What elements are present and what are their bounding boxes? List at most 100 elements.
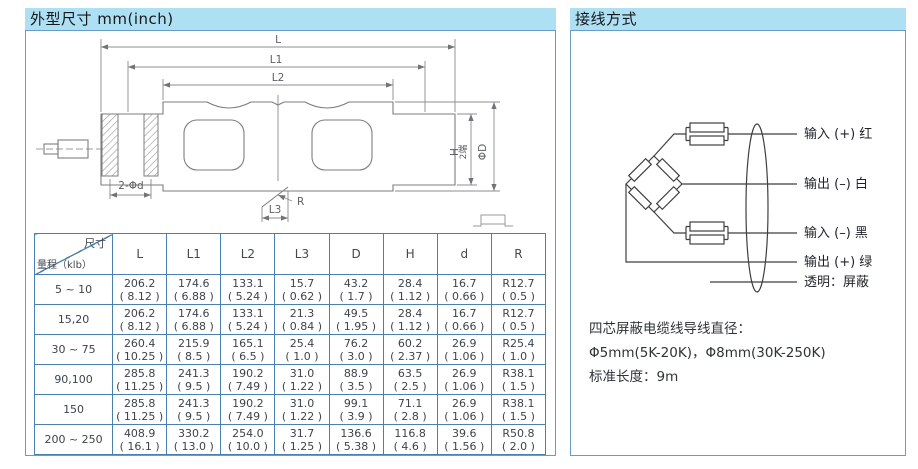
dimension-cell: 43.2( 1.7 ) xyxy=(328,274,384,305)
column-header-D: D xyxy=(328,233,384,275)
dimension-cell: 174.6( 6.88 ) xyxy=(166,304,222,335)
table-row: 150 285.8( 11.25 )241.3( 9.5 )190.2( 7.4… xyxy=(33,394,547,425)
range-cell: 5 ~ 10 xyxy=(33,274,114,305)
cable-note-diameter-values: Φ5mm(5K-20K)，Φ8mm(30K-250K) xyxy=(589,345,826,361)
dim-label-H: H xyxy=(449,148,461,156)
dimension-cell: 16.7( 0.66 ) xyxy=(436,304,492,335)
dimension-cell: 88.9( 3.5 ) xyxy=(328,364,384,395)
dimension-cell: 206.2( 8.12 ) xyxy=(112,304,168,335)
corner-size-label: 尺寸 xyxy=(84,237,107,250)
dimension-cell: 116.8( 4.6 ) xyxy=(382,424,438,455)
dimension-cell: 190.2( 7.49 ) xyxy=(220,364,276,395)
cable-notes: 四芯屏蔽电缆线导线直径： Φ5mm(5K-20K)，Φ8mm(30K-250K)… xyxy=(589,317,905,389)
dimensions-table: 尺寸 量程（klb） L L1 L2 L3 D H d R 5 ~ 10 206… xyxy=(33,233,547,455)
column-header-L: L xyxy=(112,233,168,275)
dimension-cell: 174.6( 6.88 ) xyxy=(166,274,222,305)
wire-label-shield: 透明：屏蔽 xyxy=(804,275,869,290)
dimension-cell: 31.0( 1.22 ) xyxy=(274,394,330,425)
wiring-content: 输入 (+) 红 输出 (–) 白 输入 (–) 黑 输出 (+) 绿 透明：屏… xyxy=(570,30,906,456)
dimension-cell: 26.9( 1.06 ) xyxy=(436,364,492,395)
dimension-cell: 285.8( 11.25 ) xyxy=(112,394,168,425)
wiring-section-title: 接线方式 xyxy=(570,8,906,30)
table-row: 90,100 285.8( 11.25 )241.3( 9.5 )190.2( … xyxy=(33,364,547,395)
dim-label-L: L xyxy=(275,34,281,46)
dim-label-D: ΦD xyxy=(477,144,489,160)
dimension-cell: 49.5( 1.95 ) xyxy=(328,304,384,335)
dimension-cell: 26.9( 1.06 ) xyxy=(436,334,492,365)
corner-range-label: 量程（klb） xyxy=(37,260,92,271)
load-cell-drawing-svg: L L1 L2 2-Φd R L3 H 2端 ΦD xyxy=(36,34,513,227)
range-cell: 90,100 xyxy=(33,364,114,395)
wire-label-output-minus: 输出 (–) 白 xyxy=(804,176,868,192)
dim-label-L3: L3 xyxy=(269,204,282,216)
bridge-circuit xyxy=(625,122,797,293)
dimension-cell: 76.2( 3.0 ) xyxy=(328,334,384,365)
dimension-cell: R38.1( 1.5 ) xyxy=(490,364,547,395)
dimension-cell: 330.2( 13.0 ) xyxy=(166,424,222,455)
table-row: 5 ~ 10 206.2( 8.12 )174.6( 6.88 )133.1( … xyxy=(33,274,547,305)
wire-label-output-plus: 输出 (+) 绿 xyxy=(804,254,872,270)
dimension-cell: 206.2( 8.12 ) xyxy=(112,274,168,305)
section-symbol xyxy=(473,214,513,227)
dimension-cell: 15.7( 0.62 ) xyxy=(274,274,330,305)
dimension-cell: 254.0( 10.0 ) xyxy=(220,424,276,455)
table-header-row: 尺寸 量程（klb） L L1 L2 L3 D H d R xyxy=(33,233,547,275)
dimension-cell: 25.4( 1.0 ) xyxy=(274,334,330,365)
load-cell-body xyxy=(36,95,456,208)
dimension-cell: 31.0( 1.22 ) xyxy=(274,364,330,395)
dimensions-content: L L1 L2 2-Φd R L3 H 2端 ΦD xyxy=(25,30,556,456)
table-row: 200 ~ 250 408.9( 16.1 )330.2( 13.0 )254.… xyxy=(33,424,547,455)
column-header-L3: L3 xyxy=(274,233,330,275)
dimension-cell: 71.1( 2.8 ) xyxy=(382,394,438,425)
dimension-cell: 16.7( 0.66 ) xyxy=(436,274,492,305)
dimension-cell: R38.1( 1.5 ) xyxy=(490,394,547,425)
dim-label-L1: L1 xyxy=(270,54,283,66)
dimension-cell: 241.3( 9.5 ) xyxy=(166,364,222,395)
dimension-cell: 136.6( 5.38 ) xyxy=(328,424,384,455)
wiring-section: 接线方式 xyxy=(570,8,906,456)
wire-labels: 输入 (+) 红 输出 (–) 白 输入 (–) 黑 输出 (+) 绿 透明：屏… xyxy=(804,126,872,290)
corner-cell: 尺寸 量程（klb） xyxy=(33,233,114,275)
table-row: 30 ~ 75 260.4( 10.25 )215.9( 8.5 )165.1(… xyxy=(33,334,547,365)
cable-note-length: 标准长度：9m xyxy=(589,369,679,385)
dimension-cell: 31.7( 1.25 ) xyxy=(274,424,330,455)
dimension-lines xyxy=(100,39,500,222)
dim-label-H-suffix: 2端 xyxy=(457,145,469,160)
wire-label-input-minus: 输入 (–) 黑 xyxy=(804,225,868,241)
range-cell: 15,20 xyxy=(33,304,114,335)
column-header-H: H xyxy=(382,233,438,275)
range-cell: 30 ~ 75 xyxy=(33,334,114,365)
wiring-diagram: 输入 (+) 红 输出 (–) 白 输入 (–) 黑 输出 (+) 绿 透明：屏… xyxy=(625,122,872,293)
column-header-L2: L2 xyxy=(220,233,276,275)
dimension-cell: 39.6( 1.56 ) xyxy=(436,424,492,455)
bolt-hole-sections xyxy=(101,113,159,177)
column-header-d: d xyxy=(436,233,492,275)
dimensions-section-title: 外型尺寸 mm(inch) xyxy=(25,8,556,30)
dimensions-section: 外型尺寸 mm(inch) xyxy=(25,8,556,456)
column-header-R: R xyxy=(490,233,547,275)
dimension-cell: 133.1( 5.24 ) xyxy=(220,304,276,335)
dimension-cell: 21.3( 0.84 ) xyxy=(274,304,330,335)
dimension-cell: R12.7( 0.5 ) xyxy=(490,304,547,335)
dimension-cell: 190.2( 7.49 ) xyxy=(220,394,276,425)
dimension-cell: 285.8( 11.25 ) xyxy=(112,364,168,395)
dimension-cell: 215.9( 8.5 ) xyxy=(166,334,222,365)
cable-note-diameter-title: 四芯屏蔽电缆线导线直径： xyxy=(589,321,751,337)
dimension-cell: 26.9( 1.06 ) xyxy=(436,394,492,425)
dimension-cell: R50.8( 2.0 ) xyxy=(490,424,547,455)
dimension-cell: 133.1( 5.24 ) xyxy=(220,274,276,305)
dimension-cell: 408.9( 16.1 ) xyxy=(112,424,168,455)
load-cell-drawing: L L1 L2 2-Φd R L3 H 2端 ΦD xyxy=(30,31,555,231)
dim-label-holes: 2-Φd xyxy=(118,180,143,192)
dimension-cell: 60.2( 2.37 ) xyxy=(382,334,438,365)
drawing-labels: L L1 L2 2-Φd R L3 H 2端 ΦD xyxy=(118,34,489,216)
dimension-cell: R12.7( 0.5 ) xyxy=(490,274,547,305)
dimension-cell: R25.4( 1.0 ) xyxy=(490,334,547,365)
column-header-L1: L1 xyxy=(166,233,222,275)
range-cell: 150 xyxy=(33,394,114,425)
dimension-cell: 260.4( 10.25 ) xyxy=(112,334,168,365)
range-cell: 200 ~ 250 xyxy=(33,424,114,455)
table-row: 15,20 206.2( 8.12 )174.6( 6.88 )133.1( 5… xyxy=(33,304,547,335)
dimension-cell: 63.5( 2.5 ) xyxy=(382,364,438,395)
